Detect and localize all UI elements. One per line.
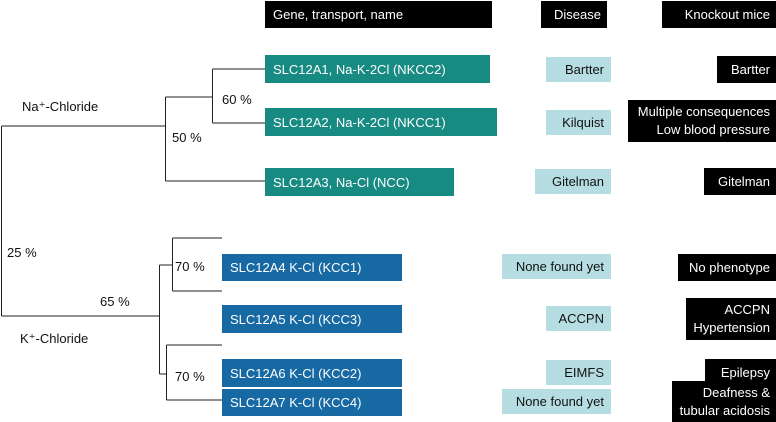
- gene-box-slc12a6: SLC12A6 K-Cl (KCC2): [222, 359, 402, 387]
- similarity-k-group: 65 %: [100, 294, 130, 309]
- gene-box-slc12a2: SLC12A2, Na-K-2Cl (NKCC1): [265, 108, 497, 136]
- knockout-box-deafness: Deafness & tubular acidosis: [672, 381, 776, 422]
- gene-label: SLC12A1, Na-K-2Cl (NKCC2): [273, 61, 446, 77]
- similarity-kcc-a: 70 %: [175, 259, 205, 274]
- gene-box-slc12a3: SLC12A3, Na-Cl (NCC): [265, 168, 454, 196]
- gene-label: SLC12A6 K-Cl (KCC2): [230, 365, 362, 381]
- disease-label: EIMFS: [564, 365, 604, 380]
- disease-box-gitelman: Gitelman: [535, 169, 611, 194]
- knockout-box-no-phenotype: No phenotype: [678, 254, 776, 281]
- gene-label: SLC12A7 K-Cl (KCC4): [230, 395, 362, 410]
- header-knockout: Knockout mice: [662, 1, 776, 28]
- similarity-na-group: 50 %: [172, 130, 202, 145]
- header-disease: Disease: [541, 1, 607, 28]
- knockout-box-accpn: ACCPN Hypertension: [686, 298, 776, 340]
- knockout-box-multiple: Multiple consequences Low blood pressure: [628, 100, 776, 142]
- similarity-nkcc: 60 %: [222, 92, 252, 107]
- knockout-label: Bartter: [730, 61, 770, 77]
- group-label-k-chloride: K⁺-Chloride: [20, 331, 89, 346]
- header-gene-label: Gene, transport, name: [273, 7, 404, 22]
- disease-box-bartter: Bartter: [546, 57, 611, 82]
- disease-label: Gitelman: [551, 174, 604, 189]
- disease-box-eimfs: EIMFS: [546, 360, 611, 385]
- tree-branch-kcc-b: [166, 344, 222, 401]
- gene-box-slc12a5: SLC12A5 K-Cl (KCC3): [222, 305, 402, 333]
- group-label-na-chloride: Na⁺-Chloride: [22, 99, 99, 114]
- disease-box-accpn: ACCPN: [546, 306, 611, 331]
- gene-label: SLC12A5 K-Cl (KCC3): [230, 311, 362, 327]
- gene-label: SLC12A3, Na-Cl (NCC): [273, 174, 410, 190]
- similarity-kcc-b: 70 %: [175, 369, 205, 384]
- knockout-label-line2: Low blood pressure: [656, 122, 770, 137]
- gene-box-slc12a1: SLC12A1, Na-K-2Cl (NKCC2): [265, 55, 490, 83]
- disease-label: Bartter: [564, 62, 604, 77]
- tree-branch-k-split: [159, 264, 173, 375]
- knockout-label: Gitelman: [717, 173, 770, 189]
- disease-label: ACCPN: [558, 311, 604, 326]
- knockout-label-line1: Multiple consequences: [637, 104, 770, 119]
- gene-label: SLC12A4 K-Cl (KCC1): [230, 260, 362, 275]
- knockout-label-line1: Deafness &: [702, 384, 770, 400]
- tree-branch-kcc-a: [172, 237, 222, 292]
- knockout-label: No phenotype: [689, 259, 770, 275]
- knockout-box-bartter: Bartter: [717, 56, 776, 83]
- knockout-label-line2: Hypertension: [693, 320, 770, 335]
- disease-label: None found yet: [515, 259, 604, 274]
- disease-box-none-kcc1: None found yet: [502, 254, 611, 279]
- header-gene: Gene, transport, name: [265, 1, 492, 28]
- disease-label: None found yet: [515, 394, 604, 409]
- knockout-box-gitelman: Gitelman: [704, 168, 776, 195]
- disease-label: Kilquist: [562, 115, 604, 130]
- header-knockout-label: Knockout mice: [684, 7, 770, 22]
- tree-branch-nkcc: [212, 68, 265, 124]
- gene-box-slc12a4: SLC12A4 K-Cl (KCC1): [222, 254, 402, 281]
- header-disease-label: Disease: [554, 7, 601, 22]
- disease-box-none-kcc4: None found yet: [502, 389, 611, 414]
- gene-label: SLC12A2, Na-K-2Cl (NKCC1): [273, 114, 446, 130]
- knockout-label-line1: ACCPN: [724, 302, 770, 317]
- tree-branch-na-split: [165, 96, 265, 182]
- gene-box-slc12a7: SLC12A7 K-Cl (KCC4): [222, 389, 402, 416]
- similarity-root: 25 %: [7, 245, 37, 260]
- knockout-label-line2: tubular acidosis: [679, 402, 770, 418]
- disease-box-kilquist: Kilquist: [546, 110, 611, 135]
- knockout-label: Epilepsy: [720, 364, 770, 380]
